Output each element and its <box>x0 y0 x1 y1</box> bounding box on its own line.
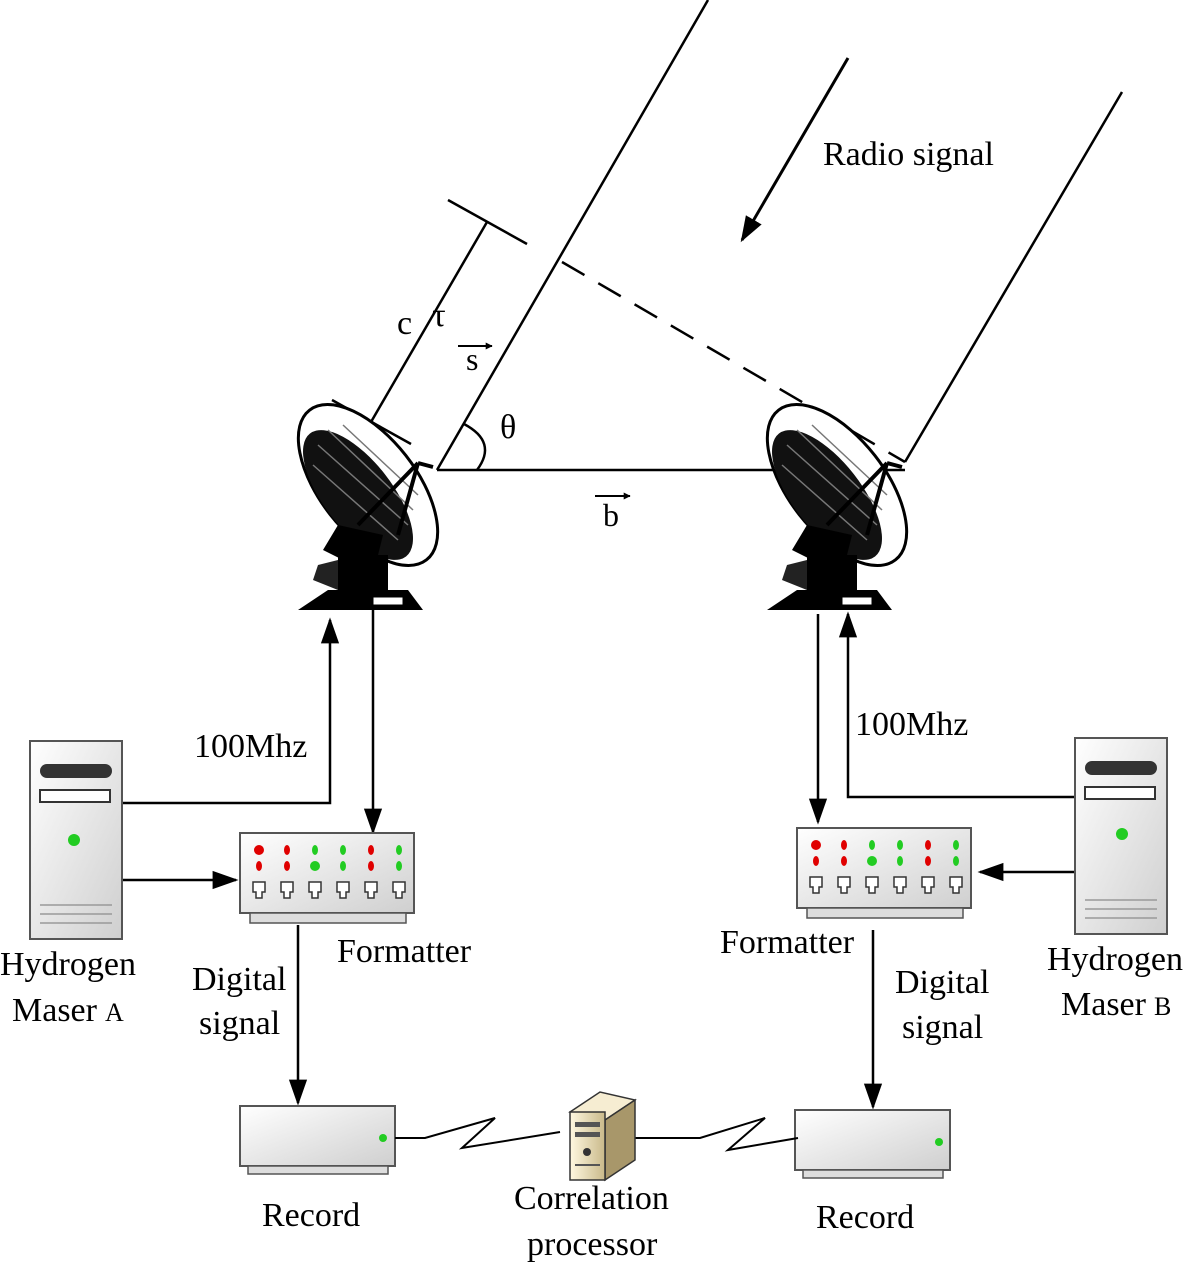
label-c: c <box>397 305 412 342</box>
label-correlation-line2: processor <box>527 1226 658 1263</box>
radio-rays <box>435 0 1124 471</box>
recorder-b <box>794 1109 951 1179</box>
hydrogen-maser-b <box>1074 737 1168 935</box>
antenna-a <box>269 378 467 612</box>
power-led <box>1116 828 1128 840</box>
label-record-a: Record <box>262 1197 360 1234</box>
label-theta: θ <box>500 409 516 446</box>
wavefront-dashed <box>561 260 906 464</box>
theta-arc <box>463 422 487 471</box>
formatter-b <box>796 827 972 919</box>
label-maser-b-line1: Hydrogen <box>1047 941 1183 978</box>
label-digital-b-line1: Digital <box>895 964 989 1001</box>
s-vector: s <box>458 341 493 377</box>
label-s-vector: s <box>466 341 478 377</box>
power-led <box>68 834 80 846</box>
label-formatter-b: Formatter <box>720 924 855 961</box>
ray-left <box>435 0 710 471</box>
label-digital-a-line1: Digital <box>192 961 286 998</box>
label-digital-a-line2: signal <box>199 1005 280 1042</box>
label-correlation-line1: Correlation <box>514 1180 669 1217</box>
delay-bracket <box>331 198 528 446</box>
data-links <box>395 1117 799 1152</box>
b-vector: b <box>595 492 631 533</box>
station-a-links <box>122 608 383 1106</box>
signal-direction-arrow <box>740 57 850 243</box>
label-freq-a: 100Mhz <box>194 728 307 765</box>
label-tau: τ <box>432 297 446 334</box>
label-radio-signal: Radio signal <box>823 136 994 173</box>
label-formatter-a: Formatter <box>337 933 472 970</box>
hydrogen-maser-a <box>29 740 123 940</box>
label-freq-b: 100Mhz <box>855 706 968 743</box>
formatter-a <box>239 832 415 924</box>
station-b-links <box>808 611 1075 1110</box>
recorder-a <box>239 1105 396 1175</box>
antenna-b <box>738 378 936 612</box>
correlation-processor <box>568 1091 637 1182</box>
label-digital-b-line2: signal <box>902 1009 983 1046</box>
label-maser-a-line1: Hydrogen <box>0 946 136 983</box>
label-b-vector: b <box>603 497 619 533</box>
label-record-b: Record <box>816 1199 914 1236</box>
ray-right <box>903 91 1124 463</box>
